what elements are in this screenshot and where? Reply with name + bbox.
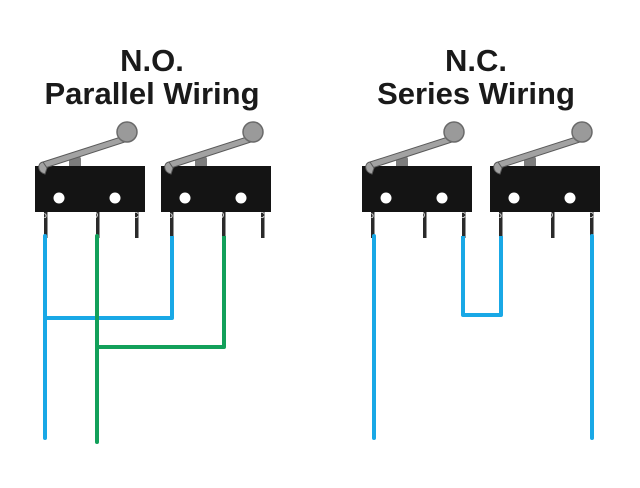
title-left-line2: Parallel Wiring	[44, 76, 260, 111]
wire-no-green-bridge	[97, 236, 226, 349]
pin-label-no: N/O	[83, 210, 99, 220]
pin-label-com: Com	[36, 210, 54, 220]
pin-label-nc: N/C	[451, 210, 466, 220]
switch-left-1: Com N/O N/C	[34, 121, 146, 239]
title-right-line2: Series Wiring	[377, 76, 575, 111]
title-right-line1: N.C.	[445, 43, 507, 78]
pin-label-nc: N/C	[579, 210, 594, 220]
title-no-parallel: N.O. Parallel Wiring	[22, 44, 282, 110]
wire-series-link	[461, 236, 503, 317]
pin-label-com: Com	[491, 210, 509, 220]
pin-label-no: N/O	[209, 210, 225, 220]
pin-label-nc: N/C	[250, 210, 265, 220]
pin-label-no: N/O	[410, 210, 426, 220]
title-left-line1: N.O.	[120, 43, 184, 78]
pin-label-com: Com	[162, 210, 180, 220]
switch-right-1: Com N/O N/C	[361, 121, 473, 239]
wire-com-blue-bridge	[45, 236, 174, 320]
switch-left-2: Com N/O N/C	[160, 121, 272, 239]
title-nc-series: N.C. Series Wiring	[346, 44, 606, 110]
pin-label-nc: N/C	[124, 210, 139, 220]
switch-right-2: Com N/O N/C	[489, 121, 601, 239]
pin-label-no: N/O	[538, 210, 554, 220]
pin-label-com: Com	[363, 210, 381, 220]
